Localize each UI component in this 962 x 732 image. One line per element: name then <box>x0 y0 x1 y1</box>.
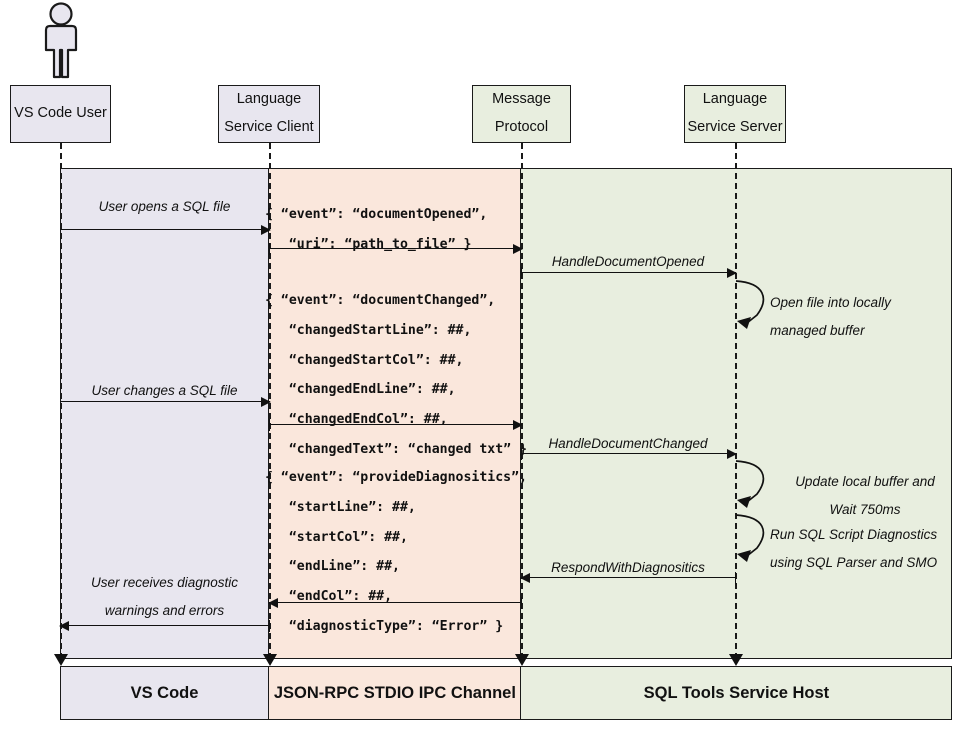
arrow-tail <box>269 243 270 255</box>
self-loop-label-update-buffer: Update local buffer and Wait 750ms <box>770 468 960 523</box>
message-line2: warnings and errors <box>104 602 225 618</box>
message-label-user-receives-diagnostics: User receives diagnostic warnings and er… <box>60 569 269 624</box>
arrow-tail <box>269 620 270 632</box>
arrowhead-right-icon <box>513 419 523 430</box>
participant-language-service-server[interactable]: Language Service Server <box>684 85 786 143</box>
arrow-tail <box>735 572 736 584</box>
participant-label-line2: Protocol <box>494 119 549 135</box>
message-label-handle-document-changed: HandleDocumentChanged <box>548 436 708 451</box>
lifeline-language-service-server <box>735 143 737 659</box>
arrowhead-right-icon <box>727 448 737 459</box>
arrow-client-to-protocol-opened <box>269 243 523 255</box>
participant-message-protocol[interactable]: Message Protocol <box>472 85 571 143</box>
participant-label-line2: Service Server <box>687 119 783 135</box>
self-loop-update-buffer <box>735 460 765 508</box>
self-loop-label-run-diagnostics: Run SQL Script Diagnostics using SQL Par… <box>770 521 960 576</box>
footer-label: SQL Tools Service Host <box>643 683 830 702</box>
arrow-user-changes-file <box>60 396 271 407</box>
vs-code-user-actor-icon <box>44 2 78 79</box>
payload-document-changed: { “event”: “documentChanged”, “changedSt… <box>265 293 528 458</box>
participant-label-line1: Language <box>236 91 302 108</box>
arrow-protocol-to-client-diagnostics <box>268 597 522 609</box>
arrow-client-to-protocol-changed <box>269 419 523 431</box>
participant-label-line2: Service Client <box>224 119 314 135</box>
participant-label-line1: VS Code User <box>14 105 107 122</box>
self-loop-run-diagnostics <box>735 514 765 562</box>
arrowhead-left-icon <box>520 572 530 583</box>
message-label-user-changes-file: User changes a SQL file <box>91 383 238 398</box>
self-loop-line1: Open file into locally <box>770 295 891 310</box>
arrow-handle-document-changed <box>521 448 737 460</box>
self-loop-line2: Wait 750ms <box>829 501 901 517</box>
message-line1: User receives diagnostic <box>90 575 239 590</box>
arrowhead-left-icon <box>268 597 278 608</box>
arrow-tail <box>521 448 522 460</box>
self-loop-line1: Run SQL Script Diagnostics <box>770 527 938 542</box>
footer-ipc-channel[interactable]: JSON-RPC STDIO IPC Channel <box>268 666 522 720</box>
arrow-respond-with-diagnostics <box>520 572 736 584</box>
arrowhead-right-icon <box>513 243 523 254</box>
lifeline-terminator-vs-code-user <box>54 654 68 666</box>
footer-label: JSON-RPC STDIO IPC Channel <box>273 683 516 702</box>
footer-label: VS Code <box>130 683 199 702</box>
message-label-handle-document-opened: HandleDocumentOpened <box>551 254 705 269</box>
participant-language-service-client[interactable]: Language Service Client <box>218 85 320 143</box>
participant-label-line1: Message <box>492 91 551 108</box>
self-loop-line2: using SQL Parser and SMO <box>770 554 938 570</box>
arrow-user-opens-file <box>60 224 271 235</box>
self-loop-line2: managed buffer <box>770 322 865 338</box>
arrow-tail <box>521 597 522 609</box>
lifeline-terminator-client <box>263 654 277 666</box>
lifeline-terminator-server <box>729 654 743 666</box>
arrowhead-right-icon <box>261 396 271 407</box>
arrow-handle-document-opened <box>521 267 737 279</box>
lane-vs-code <box>60 168 269 659</box>
lane-ipc-channel <box>268 168 522 659</box>
footer-vs-code[interactable]: VS Code <box>60 666 269 720</box>
arrowhead-right-icon <box>727 267 737 278</box>
participant-vs-code-user[interactable]: VS Code User <box>10 85 111 143</box>
message-label-respond-with-diagnostics: RespondWithDiagnositics <box>551 560 705 575</box>
self-loop-open-file-buffer <box>735 280 765 329</box>
arrow-tail <box>521 267 522 279</box>
arrow-user-receives-diagnostics <box>59 620 270 632</box>
payload-document-opened: { “event”: “documentOpened”, “uri”: “pat… <box>265 207 488 252</box>
arrowhead-left-icon <box>59 620 69 631</box>
self-loop-label-open-file-buffer: Open file into locally managed buffer <box>770 289 960 344</box>
participant-label-line1: Language <box>702 91 768 108</box>
message-label-user-opens-file: User opens a SQL file <box>98 199 231 214</box>
footer-service-host[interactable]: SQL Tools Service Host <box>520 666 953 720</box>
lifeline-terminator-protocol <box>515 654 529 666</box>
lifeline-message-protocol <box>521 143 523 659</box>
arrow-tail <box>269 419 270 431</box>
payload-provide-diagnostics: { “event”: “provideDiagnositics”, “start… <box>265 470 528 635</box>
arrowhead-right-icon <box>261 224 271 235</box>
self-loop-line1: Update local buffer and <box>795 474 935 489</box>
